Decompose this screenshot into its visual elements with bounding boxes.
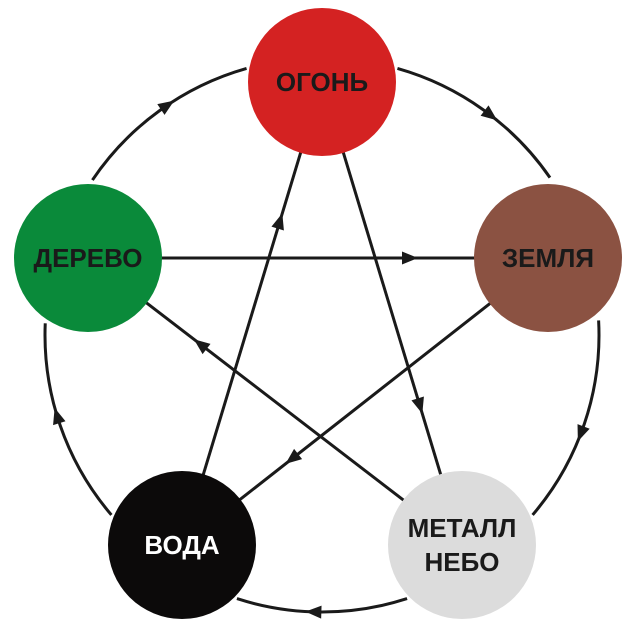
node-metal-circle [388,471,536,619]
generating-arrow-wood-fire [157,100,175,115]
generating-arc-earth-metal [531,320,601,516]
node-earth-circle [474,184,622,332]
node-fire-label: ОГОНЬ [276,67,368,97]
node-fire: ОГОНЬ [248,8,396,156]
generating-arrow-earth-metal [577,424,590,442]
controlling-line-fire-metal [341,150,443,477]
node-earth: ЗЕМЛЯ [474,184,622,332]
controlling-line-water-fire [201,150,303,477]
node-water-label: ВОДА [144,530,220,560]
generating-arc-water-wood [43,323,113,516]
generating-arc-wood-fire [91,67,247,181]
generating-arc-fire-earth [397,67,552,179]
generating-arrow-metal-water [305,605,322,619]
controlling-arrow-earth-water [285,448,303,464]
node-fire-circle [248,8,396,156]
node-earth-label: ЗЕМЛЯ [502,243,594,273]
generating-arrow-fire-earth [480,105,498,121]
controlling-arrow-water-fire [271,213,284,231]
node-metal-label: МЕТАЛЛ [408,513,517,543]
controlling-line-earth-water [237,301,493,502]
node-wood: ДЕРЕВО [14,184,162,332]
node-water: ВОДА [108,471,256,619]
node-metal: МЕТАЛЛ НЕБО [388,471,536,619]
node-water-circle [108,471,256,619]
generating-arc-metal-water [236,597,408,614]
generating-arrow-water-wood [53,407,66,426]
nodes-layer: ОГОНЬ ЗЕМЛЯ МЕТАЛЛ НЕБО ВОДА ДЕРЕВО [14,8,622,619]
edges-layer [43,67,601,619]
node-wood-circle [14,184,162,332]
node-wood-label: ДЕРЕВО [34,243,143,273]
controlling-arrow-metal-wood [193,339,211,355]
node-metal-label: НЕБО [424,547,499,577]
controlling-line-metal-wood [144,300,406,503]
controlling-arrow-fire-metal [411,396,424,414]
controlling-arrow-wood-earth [402,251,418,265]
